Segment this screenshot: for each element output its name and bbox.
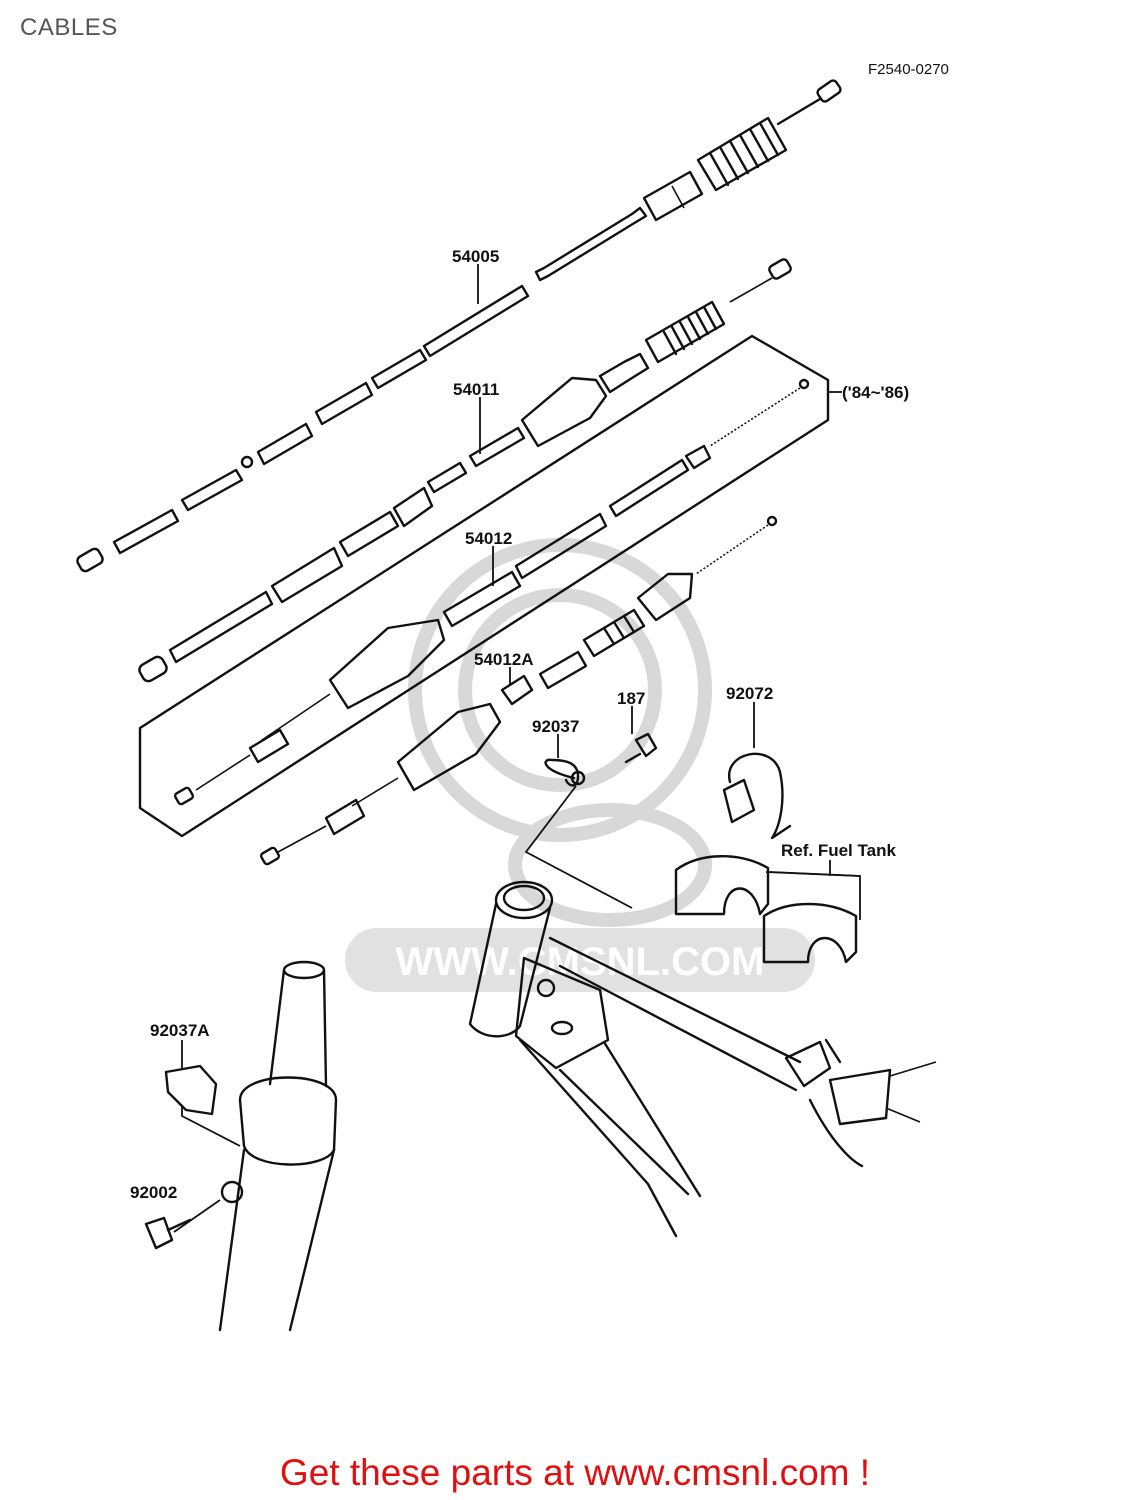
part-label: 92037A: [150, 1021, 210, 1040]
year-range-label: ('84~'86): [842, 383, 909, 402]
cable-54005: [76, 79, 842, 573]
band-92072: [722, 752, 792, 840]
part-label: 54012A: [474, 650, 534, 669]
part-label: 92002: [130, 1183, 177, 1202]
cta-link[interactable]: Get these parts at www.cmsnl.com !: [0, 1452, 1146, 1494]
frame-sketch: [144, 880, 937, 1332]
part-label: 92072: [726, 684, 773, 703]
fuel-tank-mounts: [674, 855, 858, 964]
part-label: 187: [617, 689, 645, 708]
page-title: CABLES: [20, 14, 118, 41]
part-label: 54012: [465, 529, 512, 548]
reference-label: Ref. Fuel Tank: [781, 841, 896, 860]
part-label: 54011: [453, 380, 499, 399]
part-label: 92037: [532, 717, 579, 736]
screw-187: [624, 732, 658, 764]
inset-box: [138, 334, 830, 838]
clip-92037: [544, 758, 586, 787]
cta-text: Get these parts at www.cmsnl.com !: [279, 1452, 871, 1493]
cable-54011: [138, 258, 792, 683]
cable-54012a: [259, 515, 778, 866]
cable-54012: [173, 378, 810, 806]
leader-lines: [173, 264, 861, 1233]
cmsnl-watermark: WWW.CMSNL.COM: [345, 538, 815, 992]
part-label: 54005: [452, 247, 499, 266]
diagram-code: F2540-0270: [868, 61, 949, 78]
